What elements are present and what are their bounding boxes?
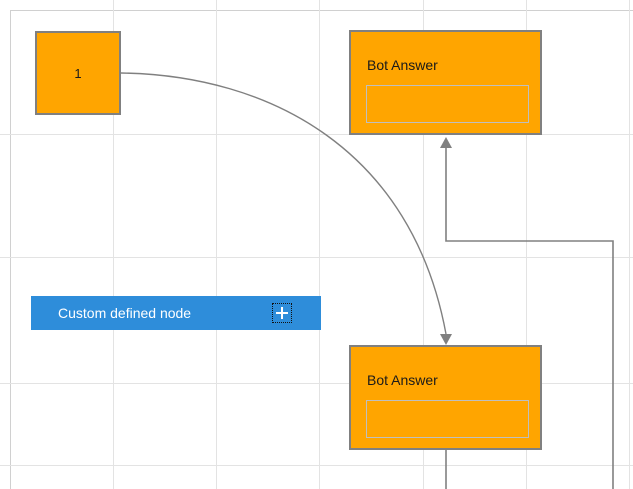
bot-answer-text-field[interactable]: [366, 400, 529, 438]
node-bot-answer-top[interactable]: Bot Answer: [349, 30, 542, 135]
palette-item-label: Custom defined node: [58, 305, 192, 321]
bot-answer-text-field[interactable]: [366, 85, 529, 123]
node-title: Bot Answer: [367, 372, 438, 388]
edge-loop-to-bot-answer-top[interactable]: [445, 148, 614, 489]
edge-start-to-bot-answer-bottom[interactable]: [120, 72, 447, 335]
node-title: Bot Answer: [367, 57, 438, 73]
node-start-label: 1: [74, 65, 82, 81]
node-bot-answer-bottom[interactable]: Bot Answer: [349, 345, 542, 450]
edge-start-to-bot-answer-bottom-arrowhead: [440, 334, 452, 345]
palette-item-custom-defined-node[interactable]: Custom defined node: [31, 296, 321, 330]
node-start[interactable]: 1: [35, 31, 121, 115]
edge-loop-to-bot-answer-top-arrowhead: [440, 137, 452, 148]
plus-icon[interactable]: [272, 303, 292, 323]
